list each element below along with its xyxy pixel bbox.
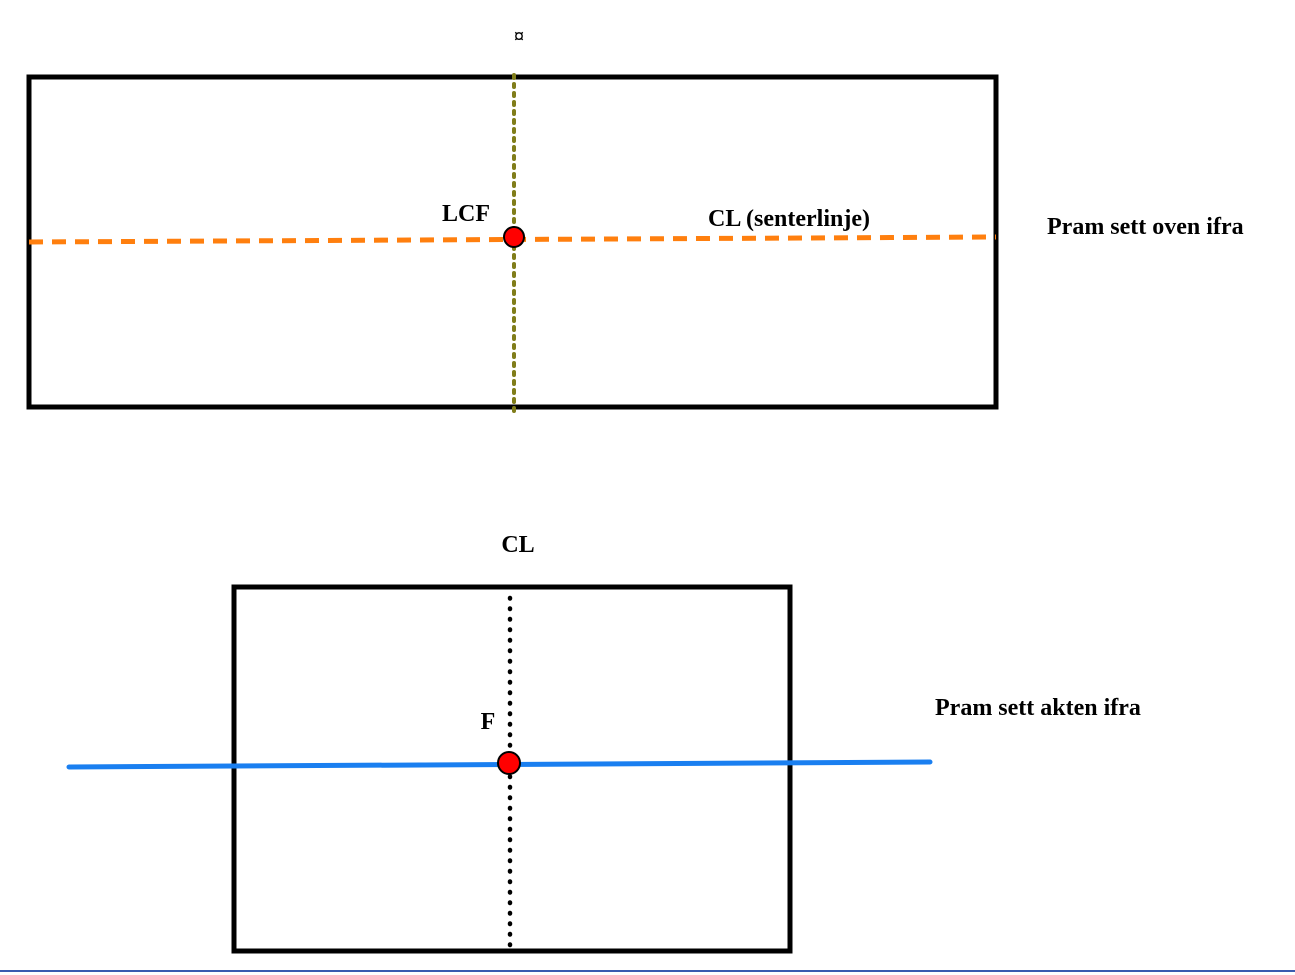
f-point (497, 751, 521, 775)
lcf-point (503, 226, 525, 248)
bottom-divider (0, 970, 1295, 972)
top-view-marker-symbol: ¤ (514, 26, 524, 48)
top-view: ¤ LCF CL (senterlinje) Pram sett oven if… (26, 26, 1244, 414)
rear-view-cl-label: CL (501, 532, 534, 558)
rear-view-hull-outline (231, 584, 793, 954)
rear-view: CL F Pram sett akten ifra (66, 532, 1141, 954)
rear-view-caption: Pram sett akten ifra (935, 695, 1141, 721)
lcf-label: LCF (442, 201, 490, 227)
centerline-label: CL (senterlinje) (708, 206, 870, 232)
f-label: F (481, 709, 496, 735)
top-view-caption: Pram sett oven ifra (1047, 214, 1244, 240)
